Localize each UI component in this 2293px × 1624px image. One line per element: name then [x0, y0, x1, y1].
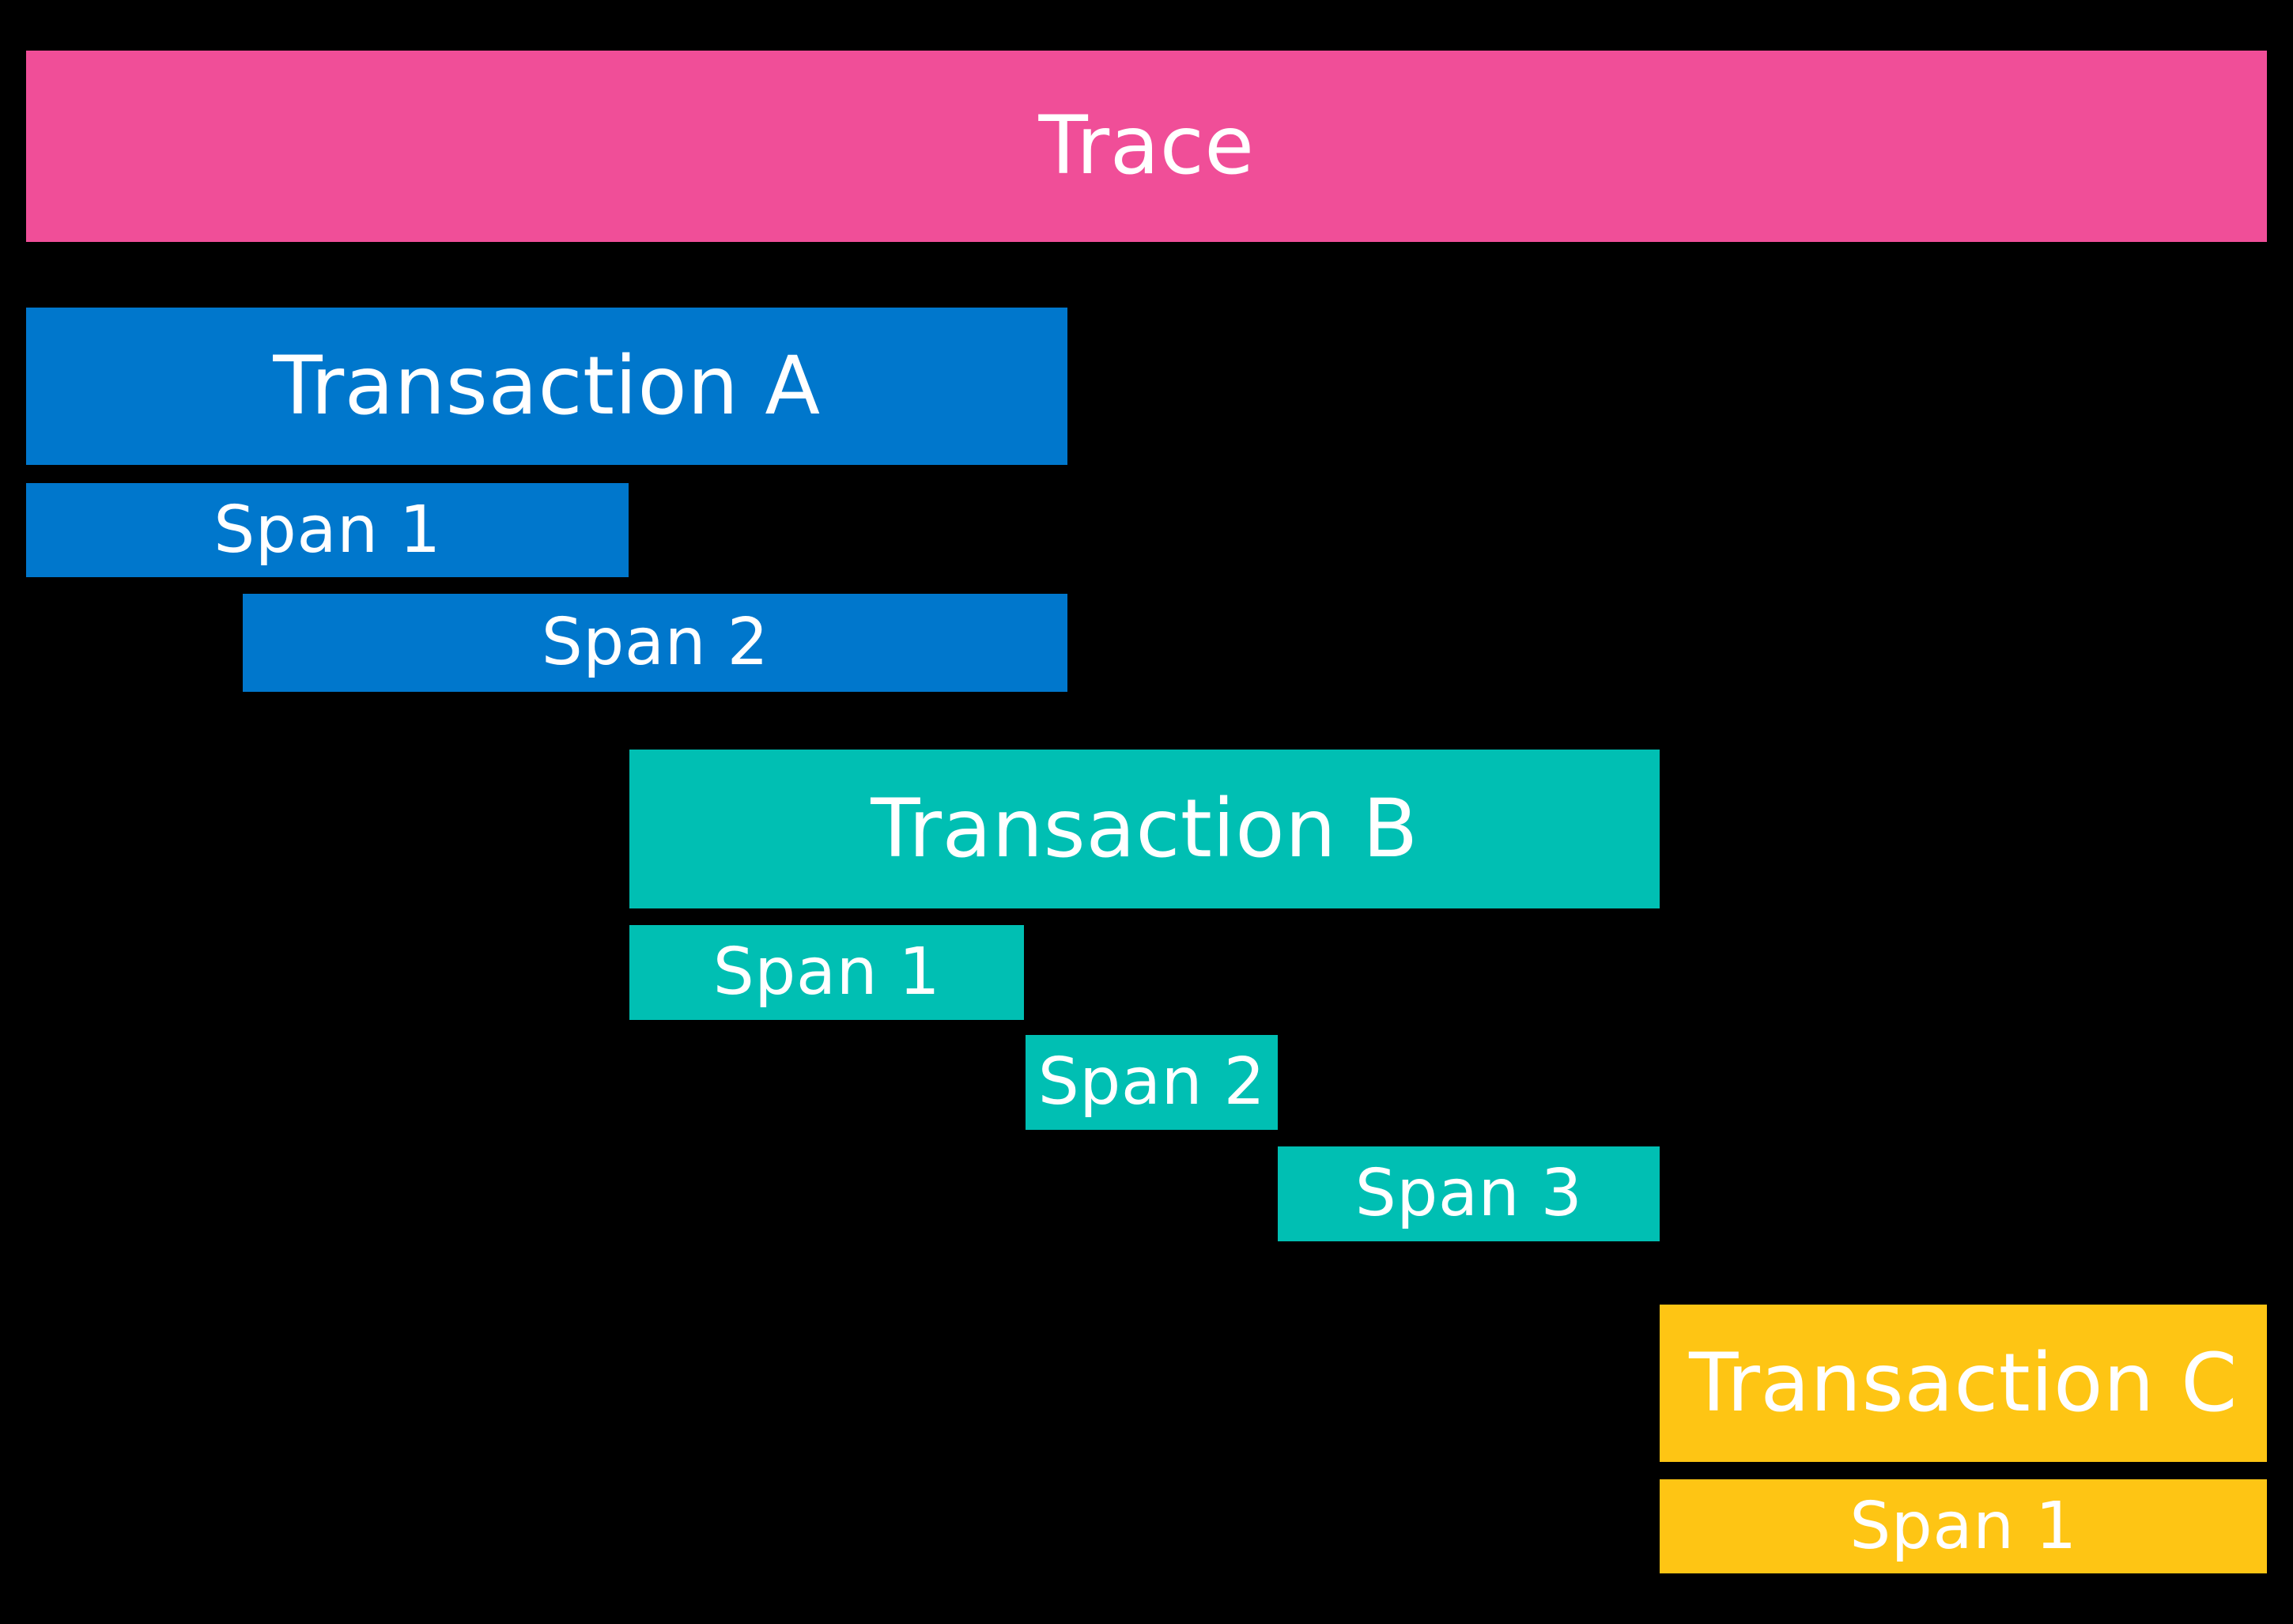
transaction-b-bar: Transaction B	[629, 750, 1660, 908]
transaction-a-span-1-label: Span 1	[213, 492, 441, 568]
transaction-b-label: Transaction B	[871, 781, 1418, 876]
transaction-a-bar: Transaction A	[26, 308, 1067, 465]
transaction-c-bar: Transaction C	[1660, 1305, 2267, 1462]
transaction-b-span-3-label: Span 3	[1354, 1156, 1583, 1231]
transaction-c-label: Transaction C	[1689, 1335, 2238, 1430]
transaction-b-span-3-bar: Span 3	[1278, 1146, 1660, 1241]
transaction-b-span-1-bar: Span 1	[629, 925, 1024, 1020]
trace-bar: Trace	[26, 51, 2267, 242]
transaction-a-span-2-bar: Span 2	[243, 594, 1067, 692]
transaction-b-span-2-label: Span 2	[1037, 1044, 1266, 1120]
transaction-b-span-2-bar: Span 2	[1026, 1035, 1278, 1130]
trace-label: Trace	[1038, 99, 1255, 193]
transaction-a-span-2-label: Span 2	[541, 605, 769, 680]
transaction-a-span-1-bar: Span 1	[26, 483, 629, 577]
transaction-a-label: Transaction A	[273, 338, 821, 433]
transaction-c-span-1-label: Span 1	[1849, 1488, 2077, 1564]
transaction-b-span-1-label: Span 1	[712, 935, 941, 1010]
transaction-c-span-1-bar: Span 1	[1660, 1479, 2267, 1573]
